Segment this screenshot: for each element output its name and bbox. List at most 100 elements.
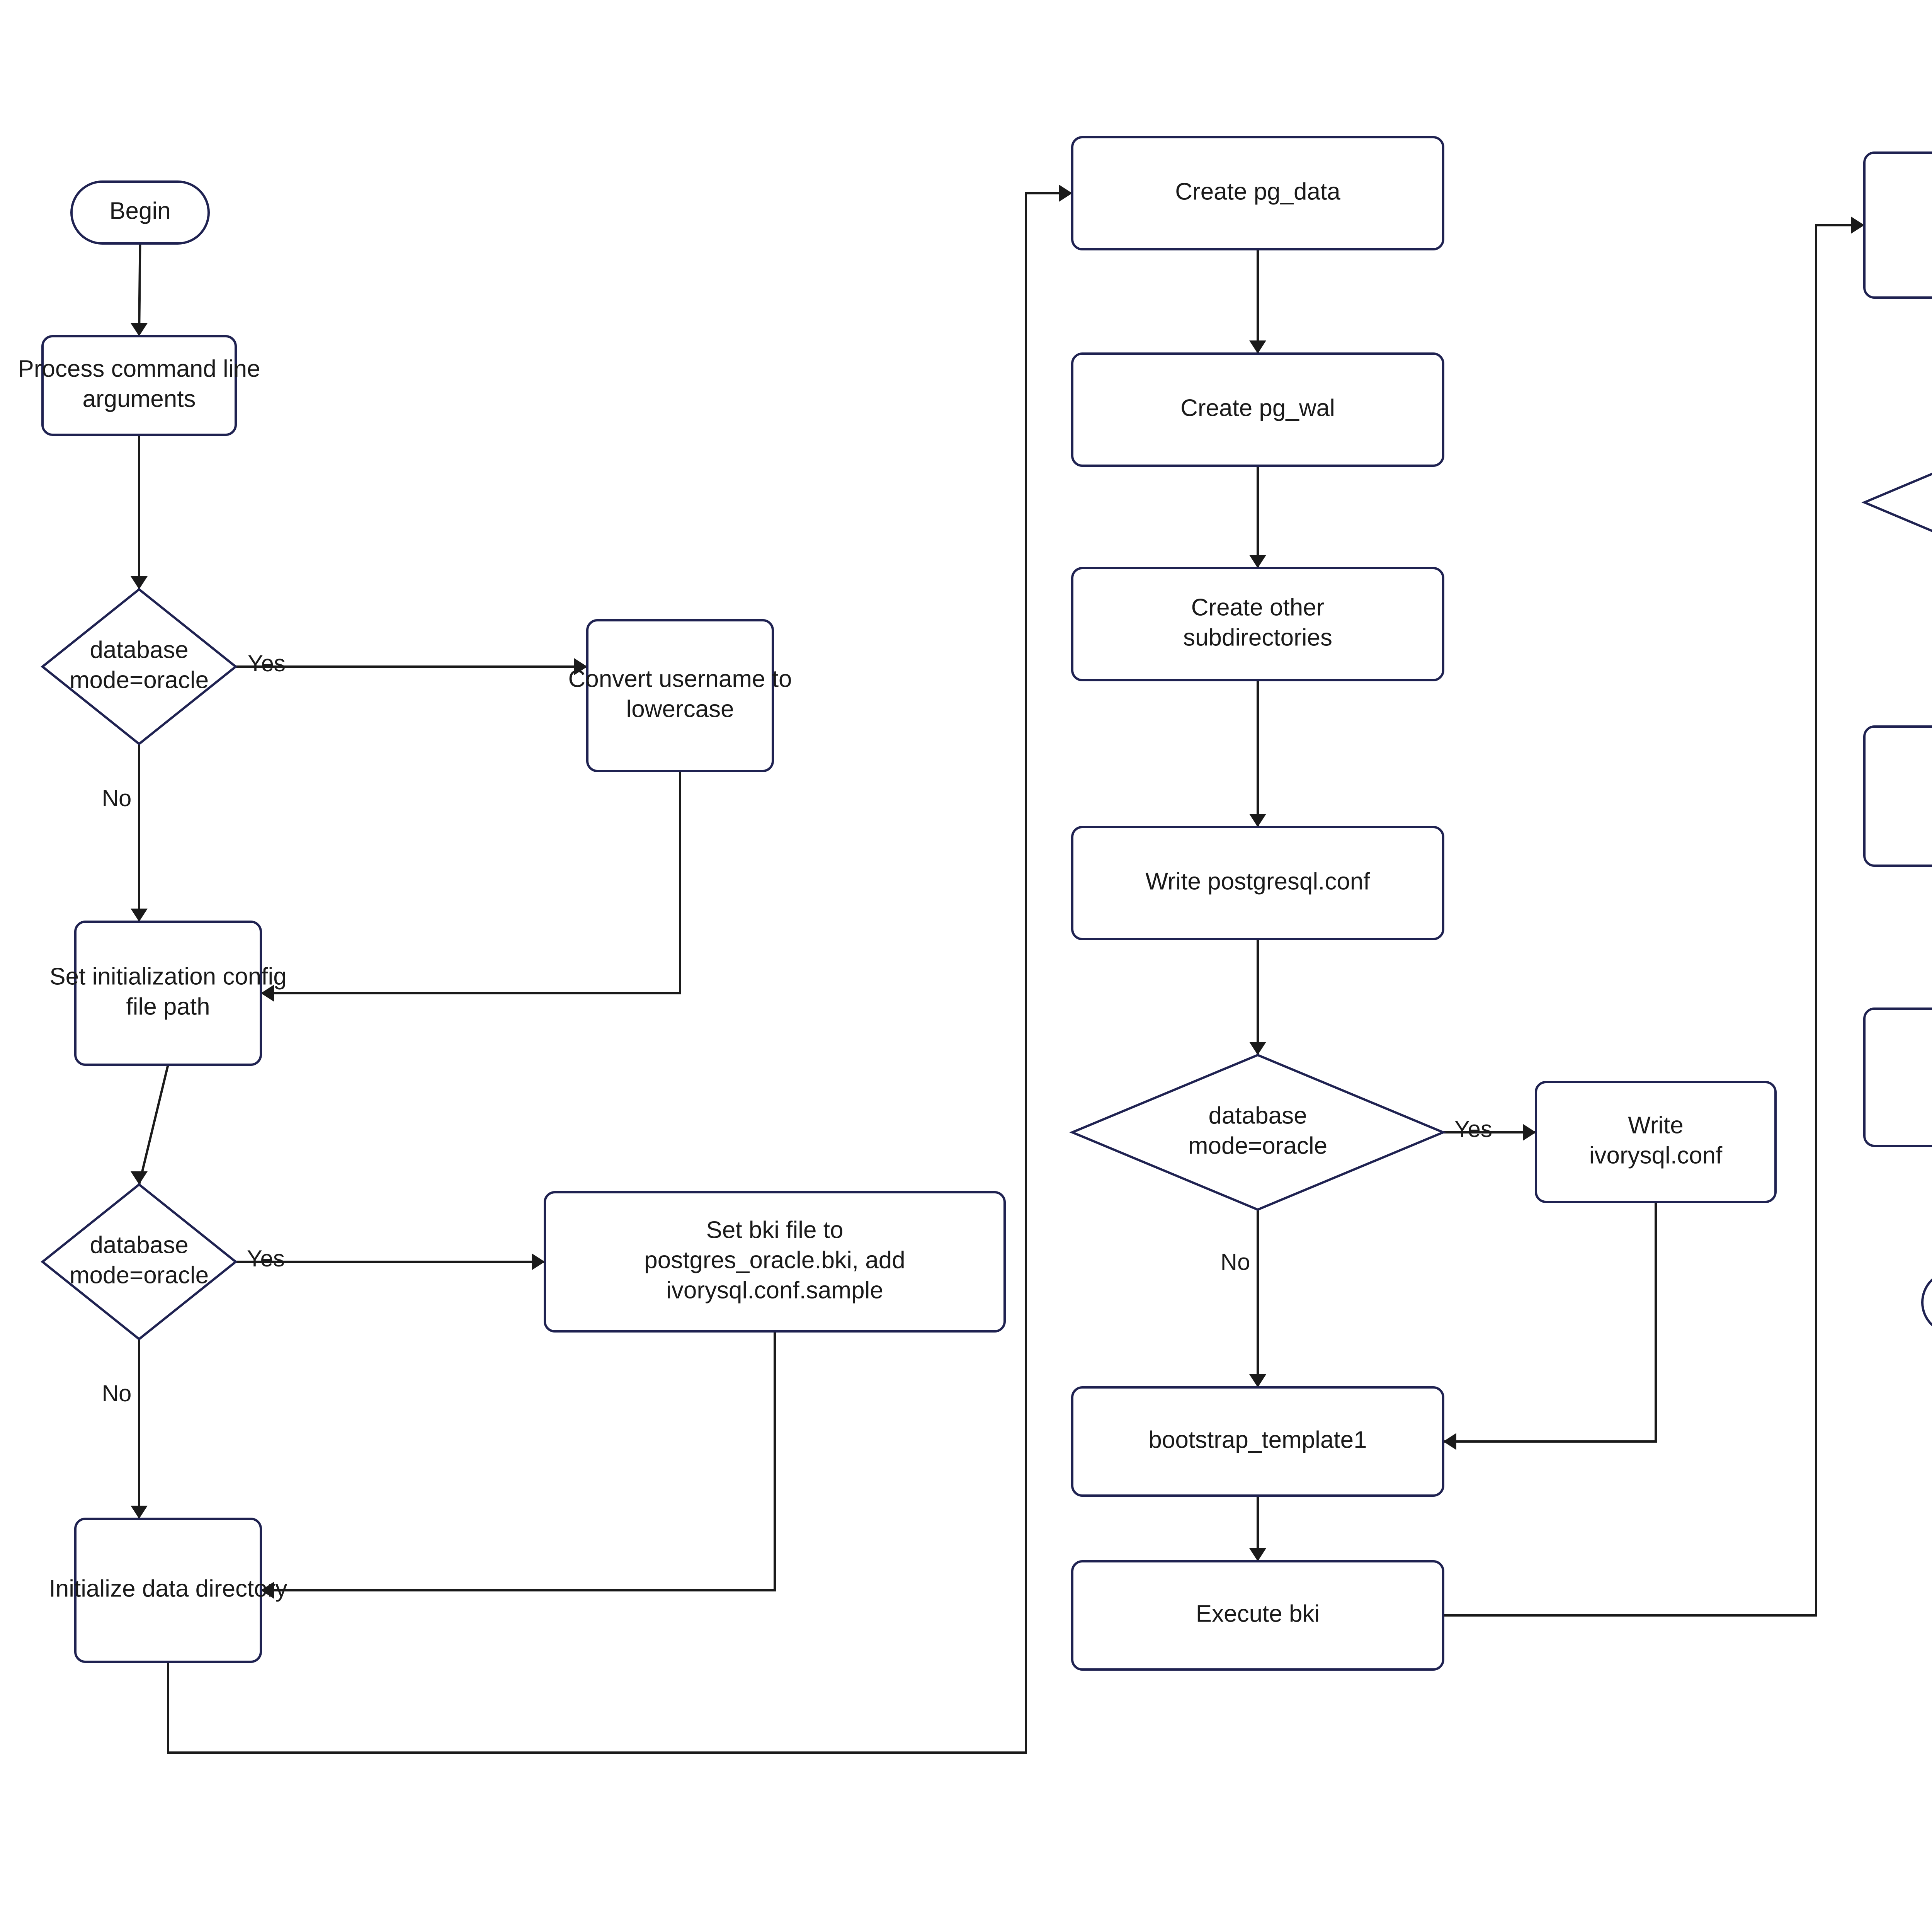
process-shape bbox=[74, 1518, 262, 1663]
process-shape bbox=[1863, 151, 1932, 299]
process-shape bbox=[41, 335, 237, 436]
arrowhead bbox=[1249, 1042, 1266, 1055]
process-shape bbox=[1071, 1386, 1444, 1497]
node-label-set_bki: Set bki file to bbox=[706, 1217, 844, 1243]
arrowhead bbox=[131, 1171, 148, 1184]
arrowhead bbox=[1443, 1433, 1456, 1450]
node-dec_mode_2[interactable]: database mode=oracle bbox=[41, 1183, 238, 1341]
node-label-dec_mode_3: mode=oracle bbox=[1188, 1132, 1327, 1159]
node-label-set_config_path: Set initialization config bbox=[49, 963, 286, 990]
node-label-dec_mode_2: database bbox=[90, 1232, 188, 1258]
node-write_ivoryconf[interactable]: Write ivorysql.conf bbox=[1535, 1081, 1777, 1203]
edge-labels-layer: YesNoYesNoYesNoYesNo bbox=[102, 650, 1492, 1406]
edge-convert-config bbox=[261, 771, 681, 994]
process-shape bbox=[1071, 352, 1444, 467]
process-shape bbox=[1071, 567, 1444, 681]
node-print_done[interactable]: Print completionmessage bbox=[1863, 1008, 1932, 1147]
arrowhead bbox=[1523, 1124, 1536, 1141]
process-shape bbox=[1863, 1008, 1932, 1147]
arrowhead bbox=[1059, 185, 1072, 202]
node-label-dec_mode_1: database bbox=[90, 636, 188, 663]
process-shape bbox=[1071, 1560, 1444, 1671]
node-label-convert_username: Convert username to bbox=[568, 665, 792, 692]
arrowhead bbox=[1851, 216, 1864, 234]
node-label-bootstrap_tmpl1: bootstrap_template1 bbox=[1148, 1426, 1367, 1453]
edge-label-no-3: No bbox=[1221, 1249, 1250, 1275]
node-label-process_args: arguments bbox=[83, 386, 196, 412]
node-convert_username[interactable]: Convert username to lowercase bbox=[568, 619, 792, 772]
arrowhead bbox=[261, 985, 274, 1002]
node-label-create_pg_wal: Create pg_wal bbox=[1180, 395, 1335, 421]
node-label-set_config_path: file path bbox=[126, 993, 210, 1020]
node-set_config_path[interactable]: Set initialization config file path bbox=[49, 921, 287, 1066]
node-label-init_datadir: Initialize data directory bbox=[49, 1575, 287, 1602]
node-label-process_args: Process command line bbox=[18, 356, 260, 382]
node-create_pg_wal[interactable]: Create pg_wal bbox=[1071, 352, 1444, 467]
arrowhead bbox=[1249, 555, 1266, 568]
node-label-write_ivoryconf: ivorysql.conf bbox=[1589, 1142, 1723, 1169]
node-label-dec_mode_1: mode=oracle bbox=[70, 667, 209, 693]
node-process_args[interactable]: Process command line arguments bbox=[18, 335, 260, 436]
node-label-write_ivoryconf: Write bbox=[1628, 1112, 1684, 1139]
node-begin[interactable]: Begin bbox=[70, 180, 210, 245]
node-dec_mode_3[interactable]: database mode=oracle bbox=[1069, 1053, 1446, 1211]
edge-label-no-2: No bbox=[102, 1380, 132, 1406]
arrowhead bbox=[574, 658, 587, 675]
node-bootstrap_tmpl1[interactable]: bootstrap_template1 bbox=[1071, 1386, 1444, 1497]
node-init_db_objects[interactable]: Initialize databaseobjects bbox=[1863, 151, 1932, 299]
process-shape bbox=[586, 619, 774, 772]
terminator-shape bbox=[70, 180, 210, 245]
terminator-shape bbox=[1921, 1278, 1932, 1327]
edge-label-yes-2: Yes bbox=[247, 1246, 285, 1271]
node-label-dec_mode_3: database bbox=[1208, 1102, 1307, 1129]
process-shape bbox=[1071, 826, 1444, 940]
arrowhead bbox=[1249, 1548, 1266, 1561]
node-label-convert_username: lowercase bbox=[626, 696, 734, 722]
decision-shape bbox=[41, 1183, 238, 1341]
node-label-begin: Begin bbox=[109, 197, 171, 224]
edge-bki-initobjects bbox=[1443, 224, 1864, 1617]
node-dec_mode_1[interactable]: database mode=oracle bbox=[41, 588, 238, 745]
node-label-create_pg_data: Create pg_data bbox=[1175, 178, 1340, 205]
node-label-create_subdirs: Create other bbox=[1191, 594, 1325, 621]
arrowhead bbox=[131, 323, 148, 336]
node-label-execute_bki: Execute bki bbox=[1196, 1600, 1320, 1627]
edges-layer bbox=[131, 185, 1864, 1754]
edge-label-yes-3: Yes bbox=[1454, 1116, 1492, 1142]
node-create_pg_data[interactable]: Create pg_data bbox=[1071, 136, 1444, 250]
edge-begin-args bbox=[138, 243, 141, 337]
edge-config-dec2 bbox=[138, 1064, 169, 1185]
node-write_pgconf[interactable]: Write postgresql.conf bbox=[1071, 826, 1444, 940]
node-label-write_pgconf: Write postgresql.conf bbox=[1145, 868, 1370, 895]
edge-label-no-1: No bbox=[102, 785, 132, 811]
node-end[interactable]: End bbox=[1921, 1271, 1932, 1333]
node-init_datadir[interactable]: Initialize data directory bbox=[49, 1518, 287, 1663]
edge-label-yes-1: Yes bbox=[248, 650, 286, 676]
process-shape bbox=[1071, 136, 1444, 250]
arrowhead bbox=[1249, 340, 1266, 354]
decision-shape bbox=[1861, 473, 1932, 532]
edge-bki-initdir bbox=[261, 1331, 776, 1591]
arrowhead bbox=[532, 1253, 545, 1270]
decision-shape bbox=[1069, 1053, 1446, 1211]
edge-initdir-pgdata bbox=[167, 192, 1072, 1754]
node-execute_bki[interactable]: Execute bki bbox=[1071, 1560, 1444, 1671]
edge-ivory-bootstrap bbox=[1443, 1202, 1657, 1443]
node-label-set_bki: ivorysql.conf.sample bbox=[666, 1277, 883, 1304]
process-shape bbox=[1535, 1081, 1777, 1203]
node-load_templates[interactable]: Load template0,postgres, ivorysqldatabas… bbox=[1863, 725, 1932, 867]
decision-shape bbox=[41, 588, 238, 745]
arrowhead bbox=[1249, 1374, 1266, 1387]
process-shape bbox=[74, 921, 262, 1066]
arrowhead bbox=[261, 1582, 274, 1599]
node-label-dec_mode_2: mode=oracle bbox=[70, 1262, 209, 1288]
arrowhead bbox=[131, 1506, 148, 1519]
arrowhead bbox=[1249, 814, 1266, 827]
arrowhead bbox=[131, 576, 148, 589]
